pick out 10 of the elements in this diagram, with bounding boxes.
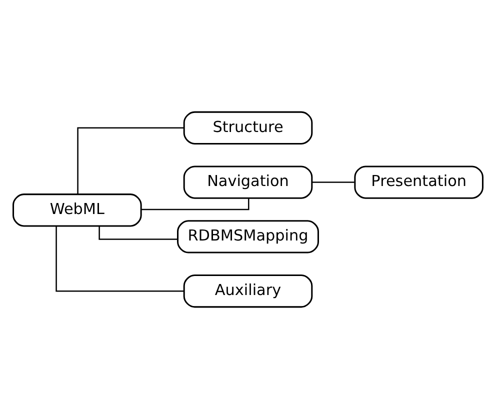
- connector: [77, 126, 184, 194]
- connector: [56, 226, 184, 292]
- node-box: Navigation: [183, 165, 313, 198]
- node-box: WebML: [12, 193, 142, 226]
- connector: [312, 181, 354, 182]
- node-box: Presentation: [354, 165, 484, 198]
- node-box: Structure: [183, 110, 313, 144]
- connector: [142, 198, 250, 210]
- node-box: RDBMSMapping: [177, 220, 319, 253]
- node-box: Auxiliary: [183, 274, 313, 308]
